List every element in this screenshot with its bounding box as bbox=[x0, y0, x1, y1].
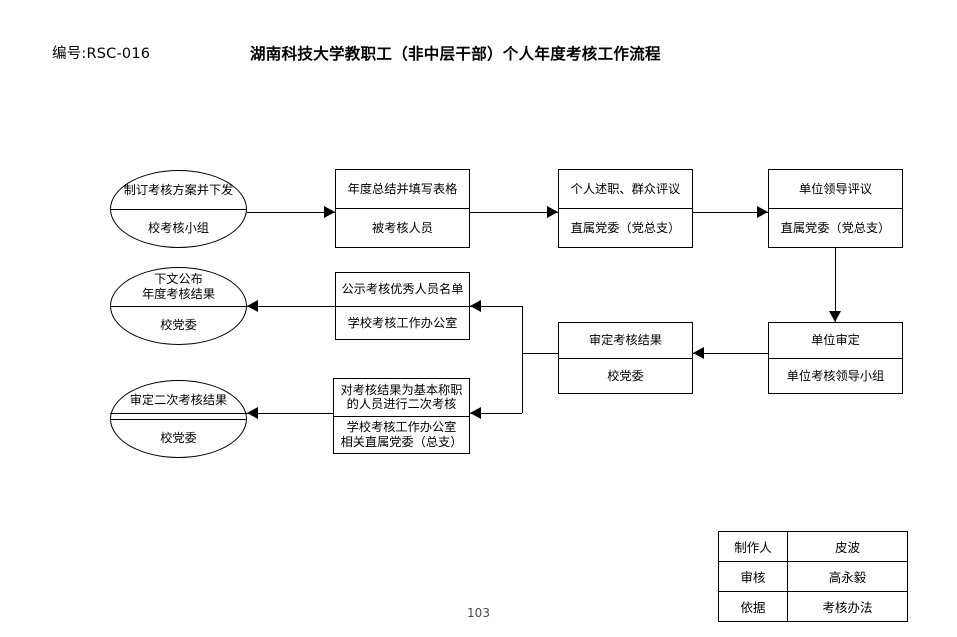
signature-row-value: 考核办法 bbox=[787, 591, 908, 622]
connector-summary-to-report bbox=[470, 212, 558, 213]
table-row: 制作人 皮波 bbox=[718, 531, 908, 562]
flow-node-announce-divider bbox=[110, 306, 247, 307]
connector-publicity-to-announce bbox=[247, 306, 335, 307]
flow-node-second-review: 对考核结果为基本称职 的人员进行二次考核 学校考核工作办公室 相关直属党委（总支… bbox=[333, 378, 470, 454]
flow-node-second-approval-divider bbox=[110, 413, 247, 414]
connector-bus-to-second-review bbox=[470, 413, 522, 414]
arrowhead-bus-to-second-review bbox=[470, 407, 481, 419]
flow-node-result-approval-action: 审定考核结果 bbox=[559, 323, 692, 359]
signature-row-label: 审核 bbox=[718, 561, 788, 592]
flow-node-summary: 年度总结并填写表格 被考核人员 bbox=[335, 169, 470, 248]
connector-second-review-to-second-approval bbox=[247, 413, 333, 414]
flow-node-result-approval: 审定考核结果 校党委 bbox=[558, 322, 693, 394]
arrowhead-plan-to-summary bbox=[324, 206, 335, 218]
table-row: 审核 高永毅 bbox=[718, 561, 908, 592]
flow-node-plan-owner: 校考核小组 bbox=[148, 221, 209, 236]
connector-plan-to-summary bbox=[247, 212, 335, 213]
flow-node-leader-review: 单位领导评议 直属党委（党总支） bbox=[768, 169, 903, 248]
signature-row-value: 皮波 bbox=[787, 531, 908, 562]
flow-node-unit-approval: 单位审定 单位考核领导小组 bbox=[768, 322, 903, 394]
arrowhead-summary-to-report bbox=[547, 206, 558, 218]
arrowhead-publicity-to-announce bbox=[247, 300, 258, 312]
flow-node-plan-action: 制订考核方案并下发 bbox=[111, 171, 246, 210]
flow-node-summary-owner: 被考核人员 bbox=[372, 220, 433, 235]
flow-node-leader-review-owner: 直属党委（党总支） bbox=[780, 220, 891, 235]
flow-node-summary-action: 年度总结并填写表格 bbox=[336, 170, 469, 209]
arrowhead-second-review-to-second-approval bbox=[247, 407, 258, 419]
connector-unit-approval-to-result-approval bbox=[693, 353, 768, 354]
arrowhead-leader-review-to-unit-approval bbox=[829, 311, 841, 322]
flow-node-announce-action: 下文公布 年度考核结果 bbox=[111, 268, 246, 307]
flow-node-announce: 下文公布 年度考核结果 校党委 bbox=[110, 267, 247, 345]
connector-bus-to-publicity bbox=[470, 306, 522, 307]
connector-leader-review-to-unit-approval bbox=[835, 248, 836, 322]
flow-node-unit-approval-action: 单位审定 bbox=[769, 323, 902, 359]
page-number: 103 bbox=[467, 606, 490, 620]
signature-row-value: 高永毅 bbox=[787, 561, 908, 592]
flow-node-second-approval-owner: 校党委 bbox=[160, 431, 197, 446]
flow-node-second-review-owner: 学校考核工作办公室 相关直属党委（总支） bbox=[340, 420, 463, 449]
signature-row-label: 制作人 bbox=[718, 531, 788, 562]
flow-node-publicity-owner: 学校考核工作办公室 bbox=[347, 315, 458, 330]
flow-node-publicity: 公示考核优秀人员名单 学校考核工作办公室 bbox=[335, 272, 470, 340]
page-title: 湖南科技大学教职工（非中层干部）个人年度考核工作流程 bbox=[250, 45, 661, 63]
table-row: 依据 考核办法 bbox=[718, 591, 908, 622]
signature-table: 制作人 皮波 审核 高永毅 依据 考核办法 bbox=[718, 531, 908, 622]
document-code: 编号:RSC-016 bbox=[52, 46, 151, 62]
connector-result-approval-stub bbox=[522, 353, 558, 354]
signature-row-label: 依据 bbox=[718, 591, 788, 622]
flow-node-second-review-action: 对考核结果为基本称职 的人员进行二次考核 bbox=[334, 379, 469, 417]
flow-node-second-approval-action: 审定二次考核结果 bbox=[111, 381, 246, 420]
flow-node-announce-owner: 校党委 bbox=[160, 318, 197, 333]
arrowhead-unit-approval-to-result-approval bbox=[693, 347, 704, 359]
flow-node-unit-approval-owner: 单位考核领导小组 bbox=[786, 368, 885, 383]
flow-node-report-owner: 直属党委（党总支） bbox=[570, 220, 681, 235]
flow-node-second-approval: 审定二次考核结果 校党委 bbox=[110, 380, 247, 458]
flow-node-result-approval-owner: 校党委 bbox=[607, 368, 644, 383]
flow-node-report: 个人述职、群众评议 直属党委（党总支） bbox=[558, 169, 693, 248]
connector-report-to-leader-review bbox=[693, 212, 768, 213]
arrowhead-report-to-leader-review bbox=[757, 206, 768, 218]
flow-node-report-action: 个人述职、群众评议 bbox=[559, 170, 692, 209]
connector-vertical-bus bbox=[522, 306, 523, 413]
flow-node-publicity-action: 公示考核优秀人员名单 bbox=[336, 273, 469, 307]
arrowhead-bus-to-publicity bbox=[470, 300, 481, 312]
flow-node-leader-review-action: 单位领导评议 bbox=[769, 170, 902, 209]
flow-node-plan-divider bbox=[110, 209, 247, 210]
